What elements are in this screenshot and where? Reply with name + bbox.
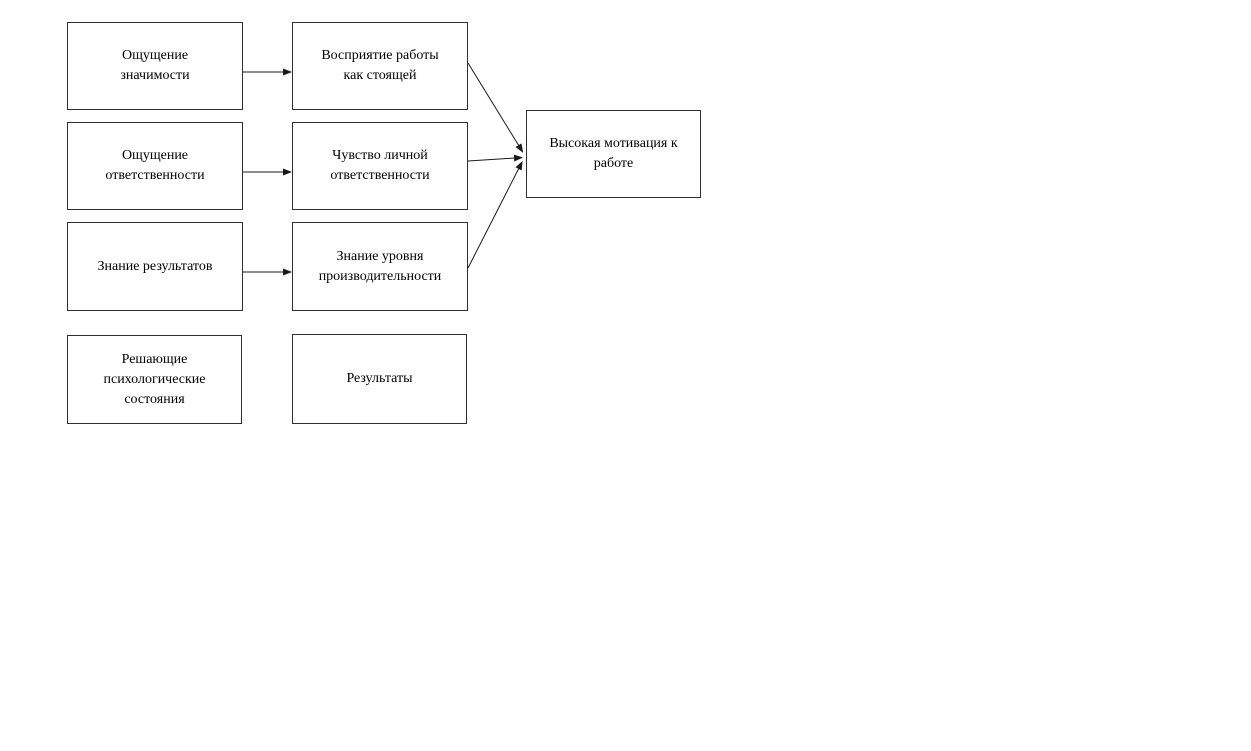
box-perception-of-work-as-worthwhile: Восприятие работы как стоящей	[292, 22, 468, 110]
box-sense-of-responsibility: Ощущение ответственности	[67, 122, 243, 210]
box-high-work-motivation-label: Высокая мотивация к работе	[549, 136, 678, 171]
arrow-productivity-to-motivation	[467, 160, 523, 269]
arrow-feeling-to-motivation	[467, 154, 523, 162]
box-knowledge-of-results: Знание результатов	[67, 222, 243, 311]
box-critical-psychological-states-label: Решающие психологические состояния	[103, 351, 206, 407]
box-knowledge-of-productivity-level-label: Знание уровня производительности	[318, 248, 442, 284]
box-feeling-of-personal-responsibility: Чувство личной ответственности	[292, 122, 468, 210]
box-results-label: Результаты	[346, 371, 413, 386]
box-knowledge-of-results-label: Знание результатов	[97, 258, 213, 274]
box-knowledge-of-productivity-level: Знание уровня производительности	[292, 222, 468, 311]
box-perception-of-work-as-worthwhile-label: Восприятие работы как стоящей	[321, 48, 439, 83]
box-critical-psychological-states: Решающие психологические состояния	[67, 335, 242, 424]
arrow-perception-to-motivation	[467, 62, 524, 153]
box-results: Результаты	[292, 334, 467, 424]
box-sense-of-significance-label: Ощущение значимости	[120, 48, 190, 83]
box-feeling-of-personal-responsibility-label: Чувство личной ответственности	[330, 148, 430, 183]
box-sense-of-significance: Ощущение значимости	[67, 22, 243, 110]
box-sense-of-responsibility-label: Ощущение ответственности	[105, 148, 205, 183]
box-high-work-motivation: Высокая мотивация к работе	[526, 110, 701, 198]
